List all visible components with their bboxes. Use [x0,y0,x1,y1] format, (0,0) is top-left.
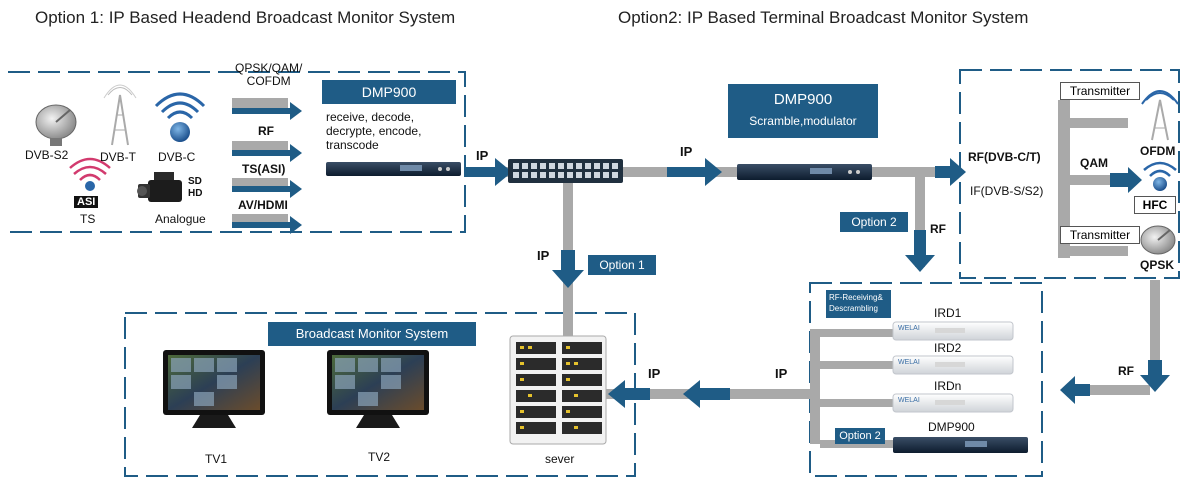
dmp900-terminal-device [893,437,1028,453]
arrow-rf-out [935,158,966,186]
label-ip-left: IP [476,148,489,163]
label-ts: TS [80,212,96,226]
label-ird1: IRD1 [934,306,962,320]
satellite-dish-icon [35,104,77,146]
label-tv2: TV2 [368,450,391,464]
label-ip-bottom-right: IP [775,366,788,381]
label-av-hdmi: AV/HDMI [238,198,288,212]
arrow-ip-bottom [683,380,730,408]
label-asi-badge: ASI [74,196,99,208]
label-ip-mid: IP [680,144,693,159]
label-ird2: IRD2 [934,341,962,355]
ird2-brand: WELAI [898,359,920,366]
label-ip-down: IP [537,248,550,263]
dmp900-mid-desc: Scramble,modulator [749,114,857,128]
label-qam: QAM [1080,156,1108,170]
arrow-rf [232,144,302,162]
ofdm-tower-icon [1141,90,1179,141]
label-irdn: IRDn [934,379,962,393]
rf-receiving-badge: RF-Receiving& Descrambling [826,290,891,318]
arrow-ip-down [552,250,584,288]
monitor-box [124,312,636,477]
hfc-signal-icon [1143,161,1177,191]
arrow-rf-left [1060,376,1090,404]
network-switch-device [508,159,623,183]
arrow-qam [1110,167,1142,193]
arrow-rf-down [905,230,935,272]
ird-devices [892,321,1014,413]
dmp900-left-desc-1: receive, decode, [326,110,415,124]
dmp900-left-desc-3: transcode [326,138,379,152]
label-ts-asi: TS(ASI) [242,162,286,176]
video-camera-icon [137,172,182,202]
dmp900-mid-title: DMP900 [773,91,833,108]
label-qpsk-qam-cofdm: QPSK/QAM/ COFDM [235,61,303,88]
label-ip-bottom-left: IP [648,366,661,381]
label-rf-dvbc-t: RF(DVB-C/T) [968,150,1041,164]
label-ofdm: OFDM [1140,144,1176,158]
label-sd: SD [188,176,202,187]
dmp900-mid-box: DMP900 Scramble,modulator [728,84,878,138]
broadcast-monitor-title: Broadcast Monitor System [268,322,476,346]
dmp900-left-title: DMP900 [322,80,456,104]
label-tv1: TV1 [205,452,228,466]
title-option2: Option2: IP Based Terminal Broadcast Mon… [618,8,1029,27]
option2-bottom-badge: Option 2 [835,428,885,444]
ird1-brand: WELAI [898,325,920,332]
qpsk-dish-icon [1140,225,1176,255]
label-server: sever [545,452,575,466]
option1-badge: Option 1 [588,255,656,275]
label-rf-down: RF [930,222,946,236]
dmp900-left-device [326,162,461,176]
arrow-rf-right-down [1140,360,1170,392]
label-dvbc: DVB-C [158,150,196,164]
tv1-monitor-icon [163,350,265,428]
label-dmp900-terminal: DMP900 [928,420,975,434]
title-option1: Option 1: IP Based Headend Broadcast Mon… [35,8,456,27]
asi-signal-icon [69,157,111,191]
tv2-monitor-icon [327,350,429,428]
arrow-ts [232,180,302,198]
label-dvbs2: DVB-S2 [25,148,69,162]
label-if-dvbs: IF(DVB-S/S2) [970,184,1044,198]
arrow-ip-left [465,158,512,186]
headend-input-box [8,71,466,233]
server-rack-device [509,335,607,445]
dmp900-mid-device [737,164,872,180]
label-qpsk-out: QPSK [1140,258,1175,272]
flow-arrows [232,102,1170,408]
arrow-qpsk [232,102,302,120]
option2-top-badge: Option 2 [840,212,908,232]
label-hd: HD [188,188,203,199]
label-input-rf: RF [258,124,274,138]
label-rf-right: RF [1118,364,1134,378]
arrow-av [232,216,302,234]
terrestrial-tower-icon [103,84,137,146]
dmp900-left-desc-2: decrypte, encode, [326,124,422,138]
arrow-ip-bottom-left [608,380,650,408]
transmitter-top: Transmitter [1060,82,1140,100]
label-analogue: Analogue [155,212,206,226]
label-dvbt: DVB-T [100,150,136,164]
transmit-box [959,69,1180,279]
cable-signal-icon [154,92,206,142]
arrow-ip-mid [667,158,722,186]
label-hfc: HFC [1134,196,1176,214]
irdn-brand: WELAI [898,397,920,404]
transmitter-bottom: Transmitter [1060,226,1140,244]
